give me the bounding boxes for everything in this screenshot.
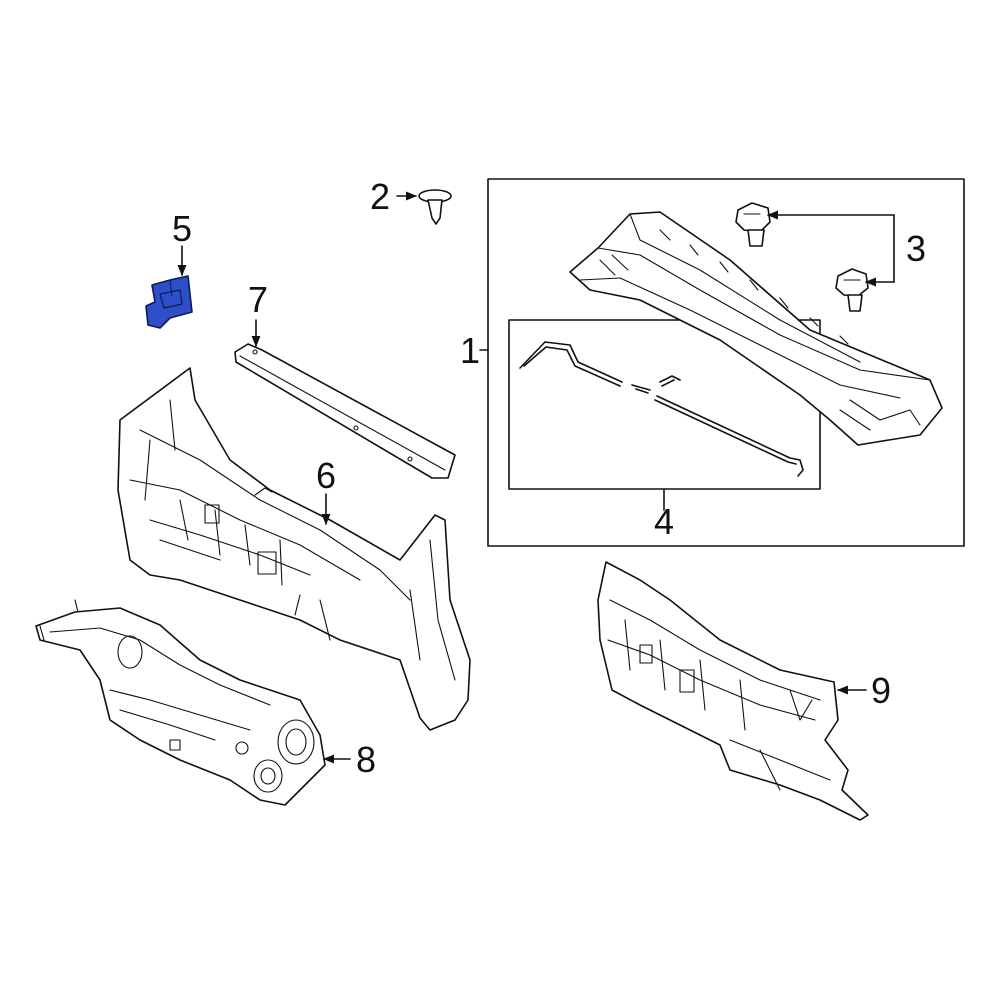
drain-hose[interactable] <box>519 341 804 477</box>
dash-silencer[interactable] <box>597 561 869 821</box>
clip-lower[interactable] <box>835 268 869 312</box>
clip-upper[interactable] <box>735 202 771 247</box>
callout-2: 2 <box>370 176 390 217</box>
leader-lines <box>177 191 895 764</box>
cowl-top-panel[interactable] <box>569 211 943 446</box>
dash-panel[interactable] <box>117 367 471 731</box>
callout-5: 5 <box>172 208 192 249</box>
reinforcement-bar[interactable] <box>234 343 456 479</box>
highlighted-bracket[interactable] <box>145 275 193 329</box>
callout-3: 3 <box>906 228 926 269</box>
callout-8: 8 <box>356 739 376 780</box>
callout-4: 4 <box>654 501 674 542</box>
callout-9: 9 <box>871 670 891 711</box>
callout-6: 6 <box>316 455 336 496</box>
callout-1: 1 <box>460 330 480 371</box>
callout-7: 7 <box>248 279 268 320</box>
push-clip[interactable] <box>418 189 452 225</box>
dash-insulator[interactable] <box>35 599 326 806</box>
assembly-box <box>487 178 965 547</box>
